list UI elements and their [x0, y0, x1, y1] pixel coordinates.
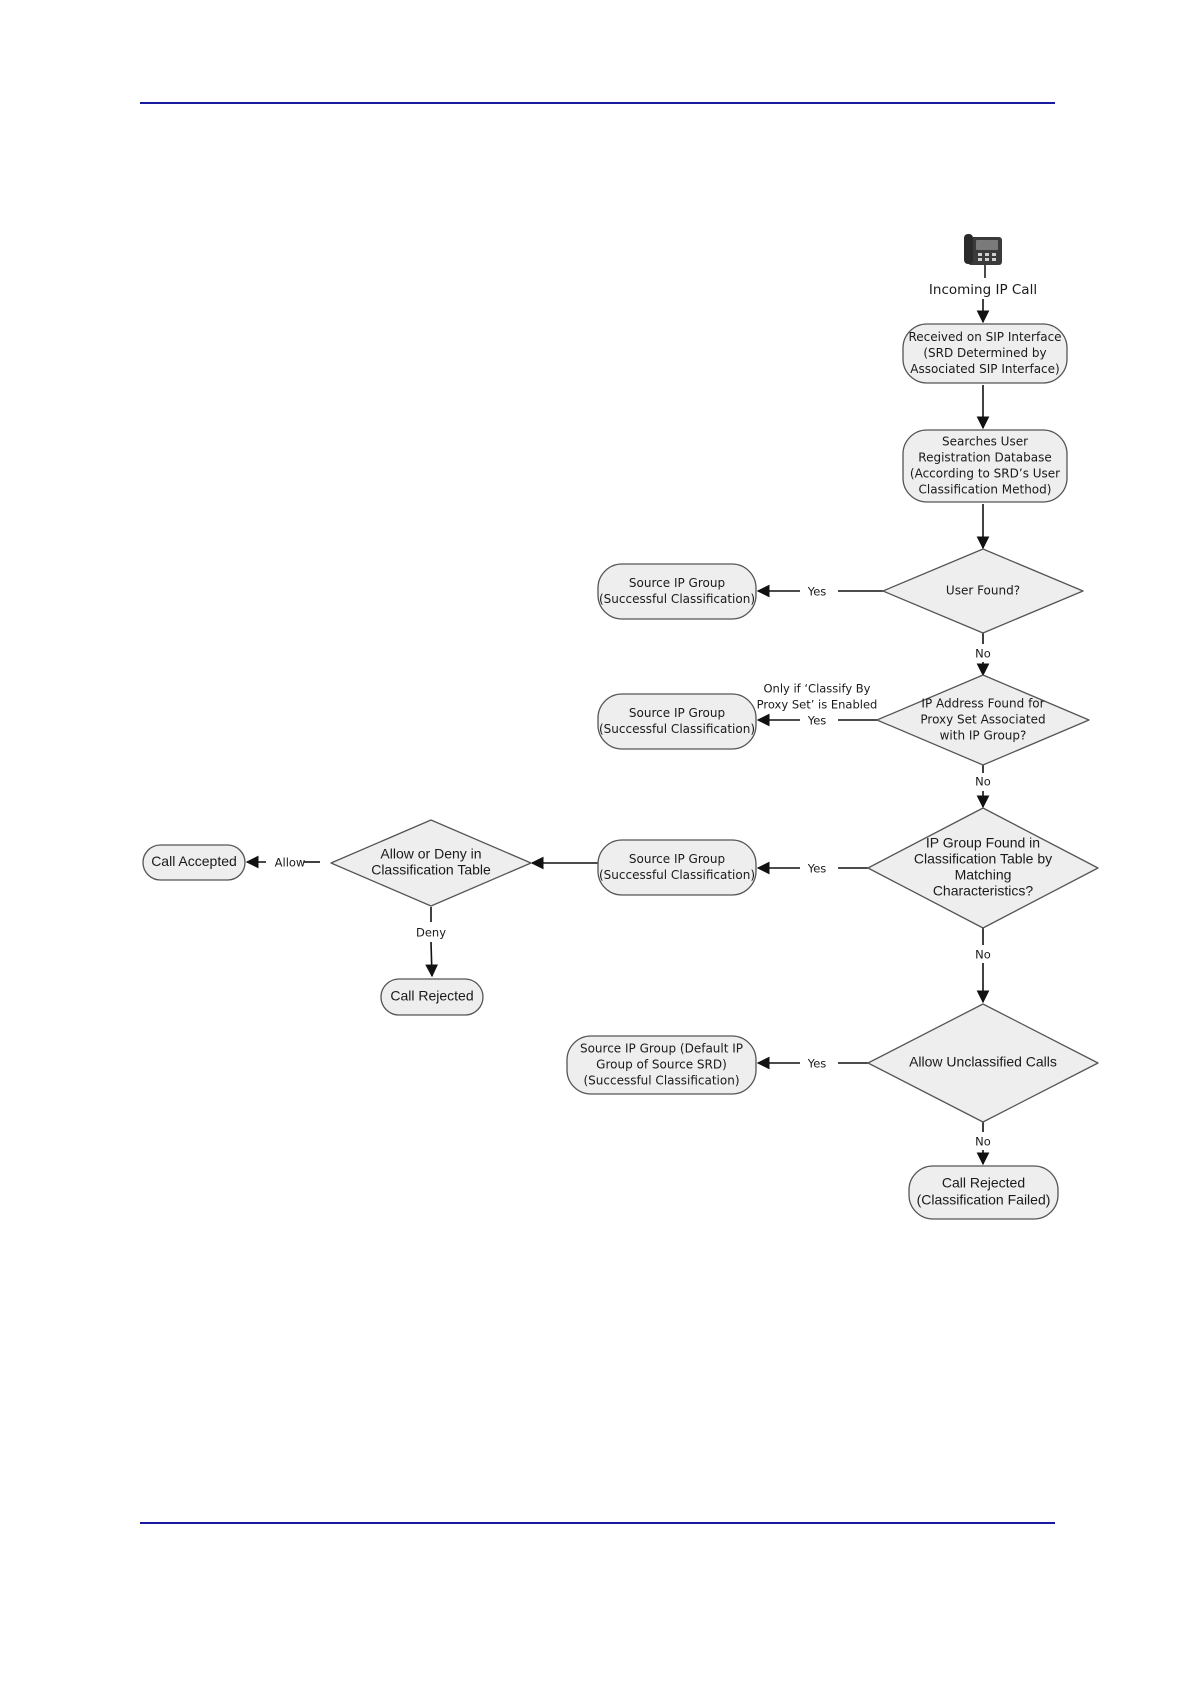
- node-source-ip-group-default-text: Source IP Group (Default IP: [580, 1042, 743, 1056]
- node-source-ip-group-3-text: (Successful Classification): [599, 868, 755, 882]
- note-line: Only if ‘Classify By: [763, 682, 870, 696]
- node-ip-address-found-text: Proxy Set Associated: [920, 713, 1045, 727]
- node-source-ip-group-2: Source IP Group (Successful Classificatio…: [597, 693, 757, 750]
- note-line: Proxy Set’ is Enabled: [757, 698, 878, 712]
- node-ip-group-found-classification-text: Characteristics?: [933, 883, 1034, 899]
- node-call-rejected: Call Rejected: [380, 978, 484, 1016]
- node-call-rejected-classification-failed-text: Call Rejected: [942, 1175, 1025, 1191]
- node-allow-unclassified-calls: Allow Unclassified Calls: [867, 1003, 1099, 1123]
- node-ip-address-found-text: IP Address Found for: [921, 697, 1044, 711]
- node-call-accepted: Call Accepted: [142, 844, 246, 881]
- node-ip-group-found-classification-text: Matching: [955, 867, 1012, 883]
- footer-rule: [140, 1522, 1055, 1524]
- node-ip-group-found-classification-text: Classification Table by: [914, 851, 1052, 867]
- label-yes-ip-address: Yes: [807, 714, 827, 728]
- start-label: Incoming IP Call: [929, 282, 1037, 298]
- node-received-sip-interface-text: Received on SIP Interface: [908, 330, 1061, 344]
- label-allow: Allow: [275, 856, 306, 870]
- node-source-ip-group-2-text: Source IP Group: [629, 706, 725, 720]
- node-call-rejected-classification-failed: Call Rejected(Classification Failed): [908, 1165, 1059, 1220]
- label-no-unclassified: No: [975, 1135, 991, 1149]
- label-no-ip-address: No: [975, 775, 991, 789]
- label-yes-user-found: Yes: [807, 585, 827, 599]
- node-user-found: User Found?: [882, 548, 1084, 634]
- arrow-deny-rejected: [425, 941, 439, 978]
- node-call-rejected-text: Call Rejected: [390, 988, 473, 1004]
- header-rule: [140, 102, 1055, 104]
- node-ip-address-found-text: with IP Group?: [940, 729, 1027, 743]
- node-allow-unclassified-calls-text: Allow Unclassified Calls: [909, 1054, 1057, 1070]
- node-call-rejected-classification-failed-text: (Classification Failed): [917, 1192, 1051, 1208]
- node-searches-user-registration-text: Classification Method): [919, 483, 1052, 497]
- node-source-ip-group-3-text: Source IP Group: [629, 852, 725, 866]
- note-classify-by-proxy-set: Only if ‘Classify By Proxy Set’ is Enable…: [757, 682, 878, 712]
- node-allow-or-deny-text: Allow or Deny in: [380, 846, 481, 862]
- node-source-ip-group-default-text: Group of Source SRD): [596, 1058, 727, 1072]
- node-source-ip-group-2-text: (Successful Classification): [599, 722, 755, 736]
- node-source-ip-group-default-text: (Successful Classification): [583, 1074, 739, 1088]
- node-user-found-text: User Found?: [946, 584, 1020, 598]
- node-received-sip-interface-text: Associated SIP Interface): [910, 362, 1059, 376]
- node-received-sip-interface: Received on SIP Interface (SRD Determined…: [902, 323, 1068, 384]
- label-yes-classification: Yes: [807, 862, 827, 876]
- node-allow-or-deny-text: Classification Table: [371, 862, 491, 878]
- node-call-accepted-text: Call Accepted: [151, 853, 237, 869]
- label-no-user-found: No: [975, 647, 991, 661]
- label-yes-unclassified: Yes: [807, 1057, 827, 1071]
- node-source-ip-group-1-text: (Successful Classification): [599, 592, 755, 606]
- node-source-ip-group-1-text: Source IP Group: [629, 576, 725, 590]
- node-source-ip-group-1: Source IP Group (Successful Classificatio…: [597, 563, 757, 620]
- node-searches-user-registration-text: Searches User: [942, 435, 1028, 449]
- node-searches-user-registration-text: (According to SRD’s User: [910, 467, 1060, 481]
- phone-icon: [964, 234, 1002, 278]
- label-deny: Deny: [416, 926, 446, 940]
- node-source-ip-group-3: Source IP Group (Successful Classificatio…: [597, 839, 757, 896]
- label-no-classification: No: [975, 948, 991, 962]
- node-ip-group-found-classification-text: IP Group Found in: [926, 835, 1040, 851]
- node-received-sip-interface-text: (SRD Determined by: [923, 346, 1046, 360]
- node-searches-user-registration-text: Registration Database: [918, 451, 1051, 465]
- node-source-ip-group-default: Source IP Group (Default IP Group of Sour…: [566, 1035, 757, 1095]
